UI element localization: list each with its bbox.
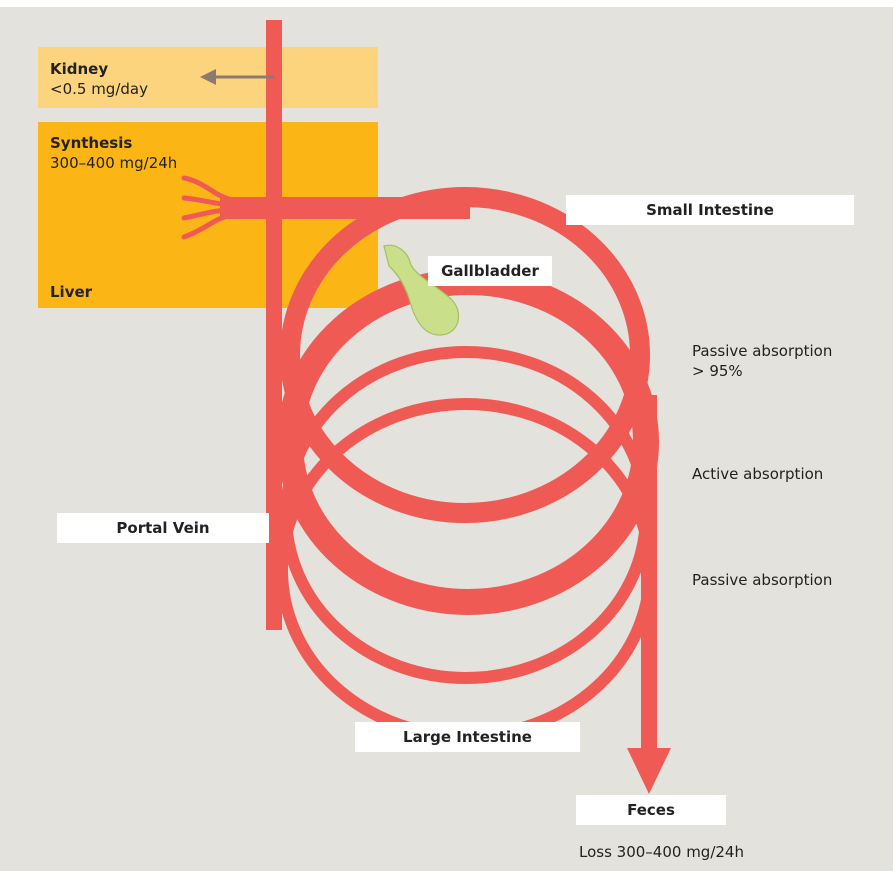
kidney-excretion-value: <0.5 mg/day	[50, 80, 148, 98]
passive-absorption-1-label: Passive absorption	[692, 342, 833, 360]
kidney-title: Kidney	[50, 60, 109, 78]
large-intestine-label: Large Intestine	[355, 722, 580, 752]
feces-output-line	[641, 395, 657, 750]
liver-title: Liver	[50, 283, 93, 301]
feces-label: Feces	[576, 795, 726, 825]
portal-vein-label: Portal Vein	[57, 513, 269, 543]
small-intestine-label: Small Intestine	[566, 195, 854, 225]
feces-arrowhead	[627, 748, 671, 794]
portal-vein-line	[266, 20, 282, 630]
passive-absorption-1-percent: > 95%	[692, 362, 743, 380]
bile-duct-band	[220, 197, 470, 219]
active-absorption-label: Active absorption	[692, 465, 824, 483]
synthesis-value: 300–400 mg/24h	[50, 154, 178, 172]
kidney-arrow-head	[200, 69, 216, 85]
gallbladder-shape	[383, 244, 460, 336]
synthesis-title: Synthesis	[50, 134, 133, 152]
fecal-loss-value: Loss 300–400 mg/24h	[579, 843, 744, 861]
gallbladder-label: Gallbladder	[428, 256, 552, 286]
passive-absorption-2-label: Passive absorption	[692, 571, 833, 589]
liver-bile-strands	[181, 175, 235, 240]
